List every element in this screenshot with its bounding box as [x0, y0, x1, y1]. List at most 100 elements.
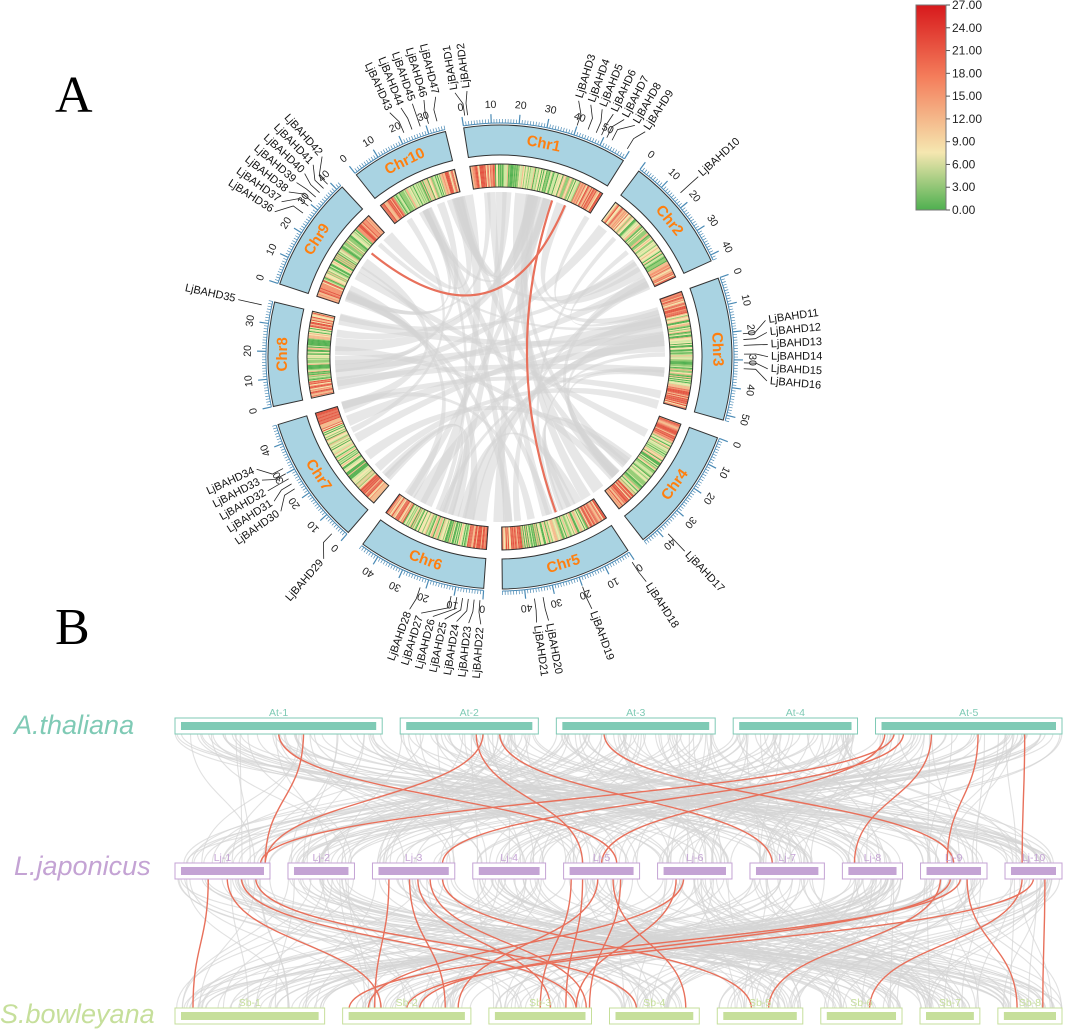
synteny-red-link — [429, 877, 588, 1010]
synteny-gray-link — [667, 877, 927, 1010]
chromosome-band — [362, 519, 487, 589]
legend-tick-label: 12.00 — [952, 112, 982, 126]
chromosome-tick-label: 0 — [479, 602, 486, 614]
synteny-gray-link — [238, 877, 664, 1010]
synteny-red-link — [408, 877, 446, 1010]
chromosome-tick-label: 10 — [305, 518, 322, 535]
synteny-red-link — [255, 877, 638, 1010]
synteny-chromosome-label: Sb-5 — [749, 997, 771, 1009]
synteny-red-links — [192, 732, 1046, 1010]
synteny-gray-link — [1002, 877, 1041, 1010]
synteny-gray-link — [230, 877, 607, 1010]
circos-gray-link — [446, 197, 641, 302]
synteny-gray-link — [639, 877, 1045, 1010]
synteny-gray-link — [704, 877, 801, 1010]
synteny-gray-link — [196, 732, 664, 865]
chromosome-tick-label: 30 — [416, 109, 431, 124]
synteny-gray-link — [306, 732, 365, 865]
synteny-chromosome-label: Lj-4 — [500, 852, 518, 864]
gene-connector — [626, 131, 646, 150]
synteny-gray-link — [254, 877, 487, 1010]
synteny-gray-link — [624, 732, 794, 865]
gene-connector — [582, 586, 593, 609]
circos-gray-link — [420, 194, 481, 508]
chromosome-band — [623, 426, 719, 541]
gene-connector — [280, 488, 295, 512]
synteny-gray-link — [378, 877, 666, 1010]
synteny-gray-link — [896, 877, 926, 1010]
synteny-gray-link — [788, 732, 1061, 865]
synteny-gray-link — [356, 732, 849, 865]
gene-connector — [288, 191, 313, 202]
chromosome-tick-label: 10 — [264, 242, 280, 258]
synteny-chromosome-label: Sb-2 — [396, 997, 418, 1009]
synteny-red-link — [348, 877, 962, 1010]
synteny-chromosome-label: At-4 — [786, 707, 805, 719]
chromosome-band — [501, 524, 629, 590]
gene-label: LjBAHD2 — [455, 42, 472, 88]
synteny-gray-link — [319, 732, 566, 865]
synteny-chromosome-bar — [848, 867, 897, 875]
synteny-gray-link — [331, 877, 837, 1010]
synteny-gray-link — [347, 877, 371, 1010]
synteny-gray-link — [564, 732, 901, 865]
synteny-gray-link — [319, 877, 841, 1010]
synteny-gray-link — [855, 877, 954, 1010]
synteny-gray-link — [511, 732, 721, 865]
chromosome-tick-label: 10 — [484, 99, 496, 111]
synteny-chromosome-bar — [1011, 867, 1056, 875]
synteny-chromosome-label: Lj-6 — [686, 852, 704, 864]
legend-tick-label: 9.00 — [952, 135, 976, 149]
synteny-gray-link — [736, 877, 878, 1010]
synteny-gray-link — [636, 877, 1010, 1010]
synteny-gray-link — [660, 732, 762, 865]
chromosome-tick-label: 40 — [719, 239, 735, 255]
gene-label: LjBAHD13 — [770, 336, 822, 350]
synteny-red-link — [767, 877, 942, 1010]
chromosome-band — [355, 130, 454, 200]
synteny-gray-link — [201, 877, 941, 1010]
gene-connector — [281, 198, 309, 207]
synteny-red-link — [441, 732, 905, 865]
gene-connector — [680, 176, 699, 194]
synteny-gray-link — [961, 877, 982, 1010]
gene-connector — [456, 598, 469, 622]
synteny-gray-link — [203, 732, 637, 865]
synteny-gray-link — [278, 732, 451, 865]
synteny-gray-link — [642, 732, 803, 865]
chromosome-tick-label: 40 — [258, 443, 274, 458]
synteny-gray-link — [445, 732, 647, 865]
legend-tick-label: 15.00 — [952, 89, 982, 103]
gene-label: LjBAHD17 — [682, 549, 726, 594]
synteny-gray-link — [288, 732, 558, 865]
gene-connector — [312, 164, 324, 189]
legend-tick-label: 24.00 — [952, 21, 982, 35]
synteny-red-link — [373, 877, 390, 1010]
synteny-chromosome-label: Sb-8 — [1019, 997, 1041, 1009]
gene-connector — [534, 598, 537, 623]
synteny-red-link — [259, 732, 895, 865]
synteny-gray-link — [763, 732, 939, 865]
synteny-gray-link — [664, 877, 859, 1010]
synteny-chromosome-bar — [926, 867, 982, 875]
species-label-athaliana: A.thaliana — [14, 710, 135, 740]
gene-connector — [433, 96, 438, 122]
synteny-red-link — [575, 877, 677, 1010]
gene-connector — [323, 533, 333, 559]
synteny-chromosome-bar — [739, 722, 852, 730]
synteny-gray-link — [253, 877, 856, 1010]
chromosome-band — [267, 301, 305, 408]
synteny-red-link — [406, 877, 1035, 1010]
chromosome-tick-label: 0 — [730, 440, 743, 450]
synteny-gray-link — [274, 877, 295, 1010]
gene-connector — [267, 478, 289, 492]
synteny-red-link — [226, 877, 382, 1010]
circos-gray-link — [487, 192, 551, 517]
gene-connector — [465, 91, 469, 116]
synteny-chromosome-bar — [755, 867, 819, 875]
